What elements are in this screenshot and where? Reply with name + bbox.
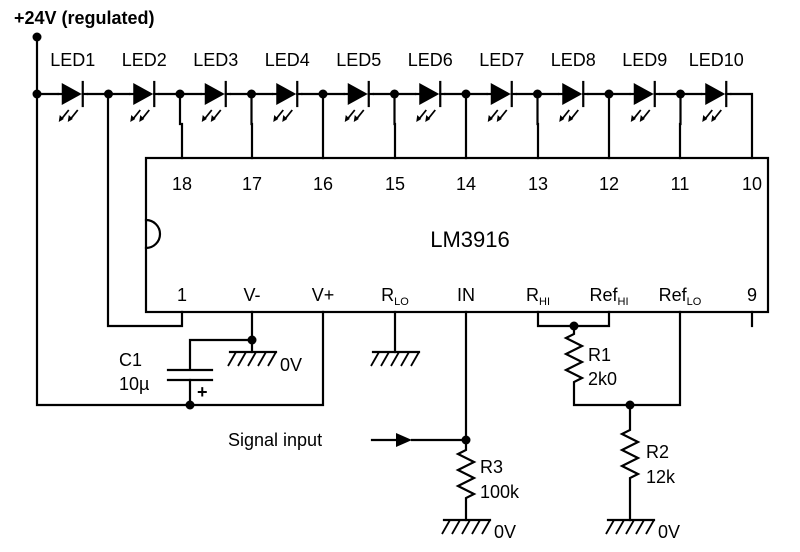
led-9: LED9 <box>622 50 667 122</box>
ground-label-r2: 0V <box>658 522 680 542</box>
ic-name: LM3916 <box>430 227 510 252</box>
led-label-9: LED9 <box>622 50 667 70</box>
ic-pin-9: 9 <box>747 285 757 305</box>
pin-drop-13 <box>536 92 540 160</box>
ic-pin-16: 16 <box>313 174 333 194</box>
led-label-5: LED5 <box>336 50 381 70</box>
led-label-1: LED1 <box>50 50 95 70</box>
ground-symbol-r2 <box>605 518 656 535</box>
ic-pin-ref-lo: RefLO <box>659 285 702 308</box>
ic-pin-r-lo: RLO <box>381 285 409 308</box>
led-junction-0 <box>32 89 42 99</box>
ic-pin-1: 1 <box>177 285 187 305</box>
ic-pin-v-minus: V- <box>243 285 260 305</box>
signal-input-label: Signal input <box>228 430 322 450</box>
ic-pin-18: 18 <box>172 174 192 194</box>
supply-rail <box>35 35 325 407</box>
capacitor-name: C1 <box>119 350 142 370</box>
led-1: LED1 <box>50 50 95 122</box>
pin-drop-15 <box>393 92 397 160</box>
resistor-r3-name: R3 <box>480 457 503 477</box>
ic-pin-11: 11 <box>671 174 690 194</box>
ground-symbol-r3 <box>441 518 492 535</box>
resistor-r2-value: 12k <box>646 467 676 487</box>
ic-pin-in: IN <box>457 285 475 305</box>
ic-notch <box>144 218 162 250</box>
ic-pin-17: 17 <box>242 174 262 194</box>
ic-pin-15: 15 <box>385 174 405 194</box>
ic-pin-ref-hi: RefHI <box>589 285 628 308</box>
pin-drop-18 <box>178 92 184 160</box>
ic-pin-r-hi: RHI <box>526 285 550 308</box>
ic-top-pins: 18 17 16 15 14 13 12 11 10 <box>172 174 762 194</box>
ic-pin-13: 13 <box>528 174 548 194</box>
led-5: LED5 <box>336 50 381 122</box>
led-label-4: LED4 <box>265 50 310 70</box>
ground-symbol-r-lo <box>370 350 421 367</box>
led-array: LED1 LED2 LED3 LED4 LED5 LED6 LED7 LED8 LED9 LED1… <box>32 50 744 160</box>
ic-pin-14: 14 <box>456 174 476 194</box>
resistor-r3-value: 100k <box>480 482 520 502</box>
signal-input-arrow <box>396 433 412 447</box>
led-2: LED2 <box>122 50 167 122</box>
ic-bottom-pins: 1 V- V+ RLO IN RHI RefHI RefLO 9 <box>177 285 757 308</box>
resistor-r1-value: 2k0 <box>588 369 617 389</box>
led-3: LED3 <box>193 50 238 122</box>
pin-drop-11 <box>678 92 682 160</box>
ground-label-r3: 0V <box>494 522 516 542</box>
led-8: LED8 <box>551 50 596 122</box>
ic-body <box>144 156 770 314</box>
led-10: LED10 <box>689 50 744 122</box>
led-label-6: LED6 <box>408 50 453 70</box>
led-label-7: LED7 <box>479 50 524 70</box>
ground-symbol-v-minus <box>227 350 278 367</box>
resistor-r3 <box>455 438 477 522</box>
resistor-r2-name: R2 <box>646 442 669 462</box>
ic-pin-10: 10 <box>742 174 762 194</box>
ic-pin-12: 12 <box>599 174 619 194</box>
resistor-r1-name: R1 <box>588 345 611 365</box>
supply-label: +24V (regulated) <box>14 8 155 28</box>
v-minus-wire <box>188 310 254 370</box>
pin1-wire <box>106 92 184 328</box>
led-label-2: LED2 <box>122 50 167 70</box>
led-label-8: LED8 <box>551 50 596 70</box>
ground-label-v-minus: 0V <box>280 355 302 375</box>
resistor-r2 <box>619 403 641 522</box>
led-7: LED7 <box>479 50 524 122</box>
led-label-10: LED10 <box>689 50 744 70</box>
capacitor-value: 10µ <box>119 374 149 394</box>
capacitor-polarity: + <box>197 382 208 402</box>
capacitor-junction <box>185 400 195 410</box>
led-label-3: LED3 <box>193 50 238 70</box>
led-6: LED6 <box>408 50 453 122</box>
ic-pin-v-plus: V+ <box>312 285 335 305</box>
resistor-r1 <box>563 310 682 407</box>
pin-drop-17 <box>250 92 254 160</box>
led-4: LED4 <box>265 50 310 122</box>
